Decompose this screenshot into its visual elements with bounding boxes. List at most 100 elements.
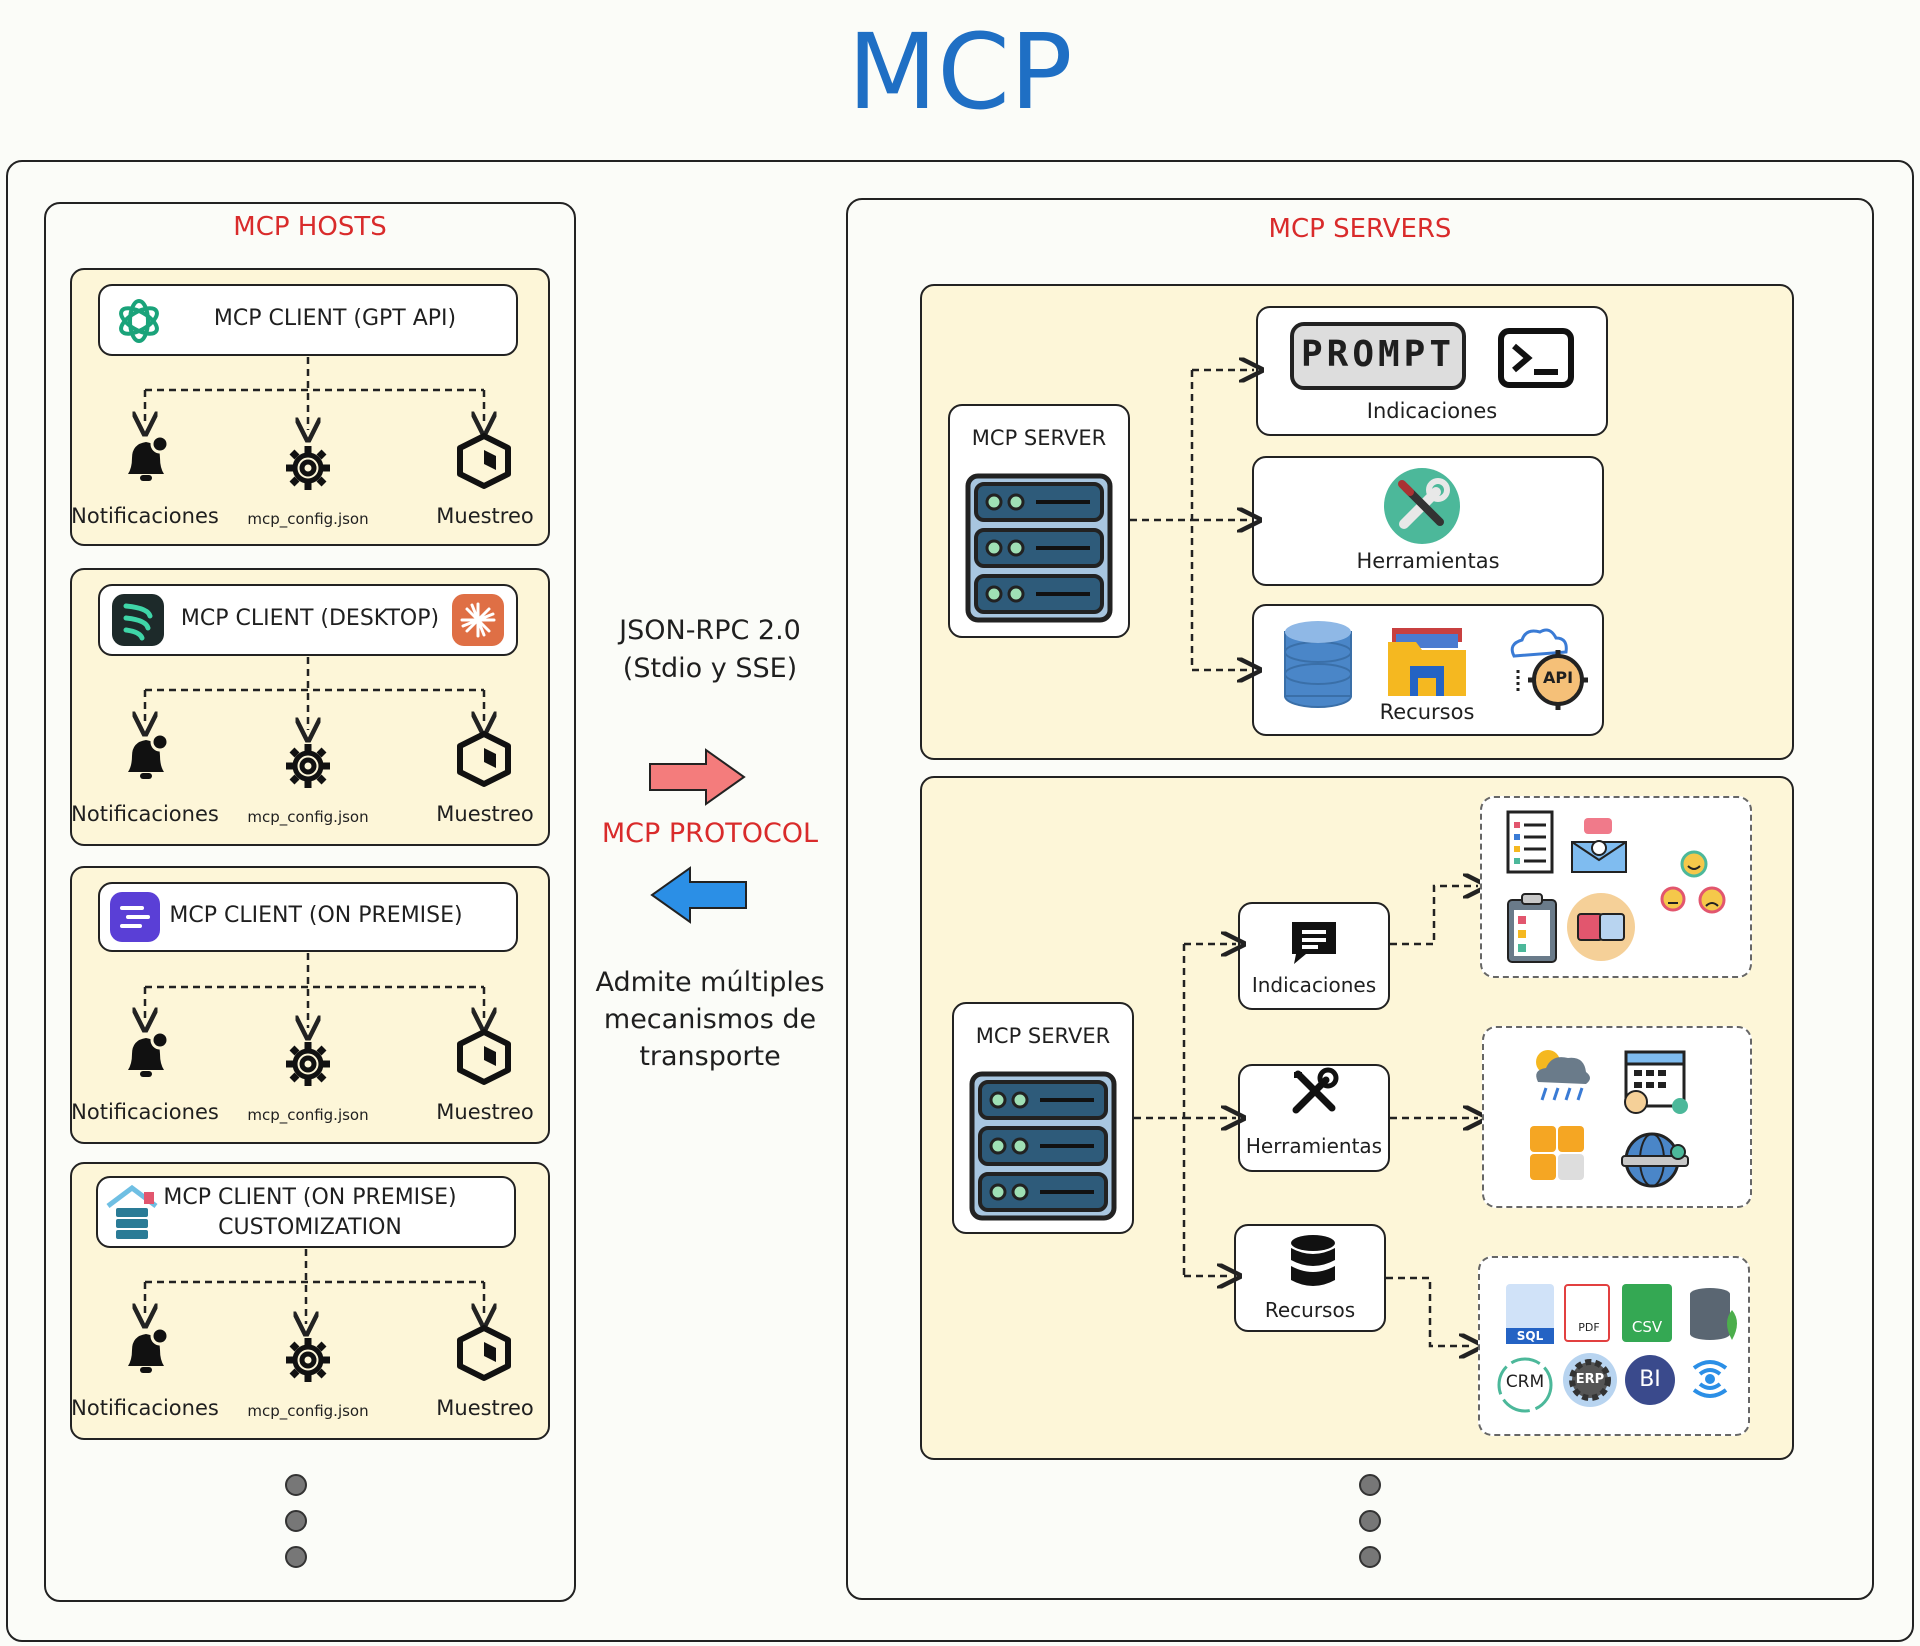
calculator-icon	[1530, 1126, 1584, 1180]
bi-icon	[1625, 1355, 1675, 1405]
servers-title: MCP SERVERS	[1268, 214, 1452, 244]
iot-icon	[1692, 1360, 1728, 1398]
config-label: mcp_config.json	[247, 510, 369, 528]
note-line1: Admite múltiples	[595, 967, 825, 998]
wrench-screwdriver-icon	[1292, 1067, 1339, 1114]
document-list-icon	[1506, 810, 1554, 874]
client-label-line2: CUSTOMIZATION	[218, 1215, 402, 1240]
sampling-label: Muestreo	[436, 1396, 534, 1420]
arrow-right-icon	[649, 748, 746, 806]
notifications-label: Notificaciones	[71, 504, 219, 528]
transport-line1: JSON-RPC 2.0	[619, 615, 801, 646]
prompts-box-2[interactable]	[1238, 902, 1390, 1010]
resources-label: Recursos	[1379, 700, 1475, 724]
erp-badge: ERP	[1575, 1372, 1605, 1387]
more-dot	[285, 1510, 307, 1532]
more-dot	[285, 1546, 307, 1568]
chat-app-icon	[110, 892, 160, 942]
sampling-label: Muestreo	[436, 1100, 534, 1124]
checklist-icon	[1507, 893, 1557, 963]
page-title: MCP	[847, 11, 1073, 133]
gear-icon	[286, 1338, 330, 1382]
prompts-label: Indicaciones	[1251, 973, 1377, 997]
box-icon	[457, 1029, 511, 1085]
api-cloud-icon	[1510, 628, 1588, 710]
server-label: MCP SERVER	[975, 1024, 1111, 1048]
emoji-neutral-icon	[1660, 886, 1686, 912]
protocol-label: MCP PROTOCOL	[601, 818, 819, 849]
prompt-badge	[1290, 322, 1466, 390]
more-dot	[285, 1474, 307, 1496]
globe-search-icon	[1621, 1132, 1689, 1188]
prompts-label: Indicaciones	[1366, 399, 1498, 423]
server-label: MCP SERVER	[971, 426, 1107, 450]
tools-box-2[interactable]	[1238, 1064, 1390, 1172]
tools-label: Herramientas	[1356, 549, 1500, 573]
client-header-onpremise[interactable]	[98, 882, 518, 952]
api-badge-text: API	[1542, 668, 1574, 687]
resources-label: Recursos	[1264, 1298, 1356, 1322]
more-dot	[1359, 1546, 1381, 1568]
database-icon	[1291, 1235, 1335, 1286]
box-icon	[457, 433, 511, 489]
diagram-frame	[6, 160, 1914, 1642]
sampling-label: Muestreo	[436, 504, 534, 528]
tools-examples-panel	[1482, 1026, 1752, 1208]
gear-icon	[286, 744, 330, 788]
notifications-label: Notificaciones	[71, 802, 219, 826]
claude-icon	[452, 594, 504, 646]
more-dot	[1359, 1510, 1381, 1532]
bell-icon	[128, 434, 170, 481]
config-label: mcp_config.json	[247, 1402, 369, 1420]
crm-icon	[1497, 1357, 1553, 1413]
transport-line2: (Stdio y SSE)	[622, 653, 798, 684]
notifications-label: Notificaciones	[71, 1396, 219, 1420]
server-rack-icon	[969, 1071, 1117, 1221]
client-header-gpt[interactable]	[98, 284, 518, 356]
box-icon	[457, 1325, 511, 1381]
chat-bubble-icon	[1292, 922, 1336, 964]
sql-badge: SQL	[1506, 1328, 1554, 1344]
database-icon	[1284, 621, 1352, 708]
calendar-icon	[1624, 1050, 1688, 1114]
gear-icon	[286, 1042, 330, 1086]
emoji-sad-icon	[1698, 886, 1726, 914]
server-rack-icon	[965, 473, 1113, 623]
home-server-icon	[106, 1184, 158, 1239]
client-header-customization[interactable]	[96, 1176, 516, 1248]
bi-badge: BI	[1639, 1367, 1661, 1392]
openai-icon	[119, 299, 159, 343]
terminal-icon	[1498, 328, 1574, 388]
config-label: mcp_config.json	[247, 1106, 369, 1124]
translate-icon	[1567, 893, 1635, 961]
gear-icon	[286, 446, 330, 490]
note-line3: transporte	[639, 1041, 781, 1072]
client-label-line1: MCP CLIENT (ON PREMISE)	[163, 1185, 457, 1210]
client-header-desktop[interactable]	[98, 584, 518, 656]
notifications-label: Notificaciones	[71, 1100, 219, 1124]
app-logo-icon	[112, 594, 164, 646]
csv-badge: CSV	[1631, 1318, 1663, 1336]
weather-icon	[1536, 1050, 1590, 1101]
pdf-badge: PDF	[1578, 1321, 1600, 1334]
prompt-badge-text: PROMPT	[1300, 334, 1456, 375]
bell-icon	[128, 1326, 170, 1373]
bell-icon	[128, 1030, 170, 1077]
sql-file-icon: SQL	[1506, 1284, 1554, 1344]
emoji-smile-icon	[1680, 850, 1708, 878]
client-label: MCP CLIENT (DESKTOP)	[180, 606, 440, 631]
mongodb-icon	[1690, 1288, 1737, 1340]
pdf-file-icon: PDF	[1564, 1284, 1610, 1342]
tools-label: Herramientas	[1245, 1134, 1383, 1158]
sampling-label: Muestreo	[436, 802, 534, 826]
arrow-left-icon	[650, 866, 747, 924]
more-dot	[1359, 1474, 1381, 1496]
bell-icon	[128, 732, 170, 779]
email-icon	[1571, 818, 1627, 873]
erp-icon	[1563, 1353, 1617, 1407]
client-label: MCP CLIENT (GPT API)	[213, 306, 457, 331]
box-icon	[457, 731, 511, 787]
folder-icon	[1388, 628, 1466, 696]
csv-file-icon: CSV	[1622, 1284, 1672, 1342]
client-label: MCP CLIENT (ON PREMISE)	[169, 903, 463, 928]
